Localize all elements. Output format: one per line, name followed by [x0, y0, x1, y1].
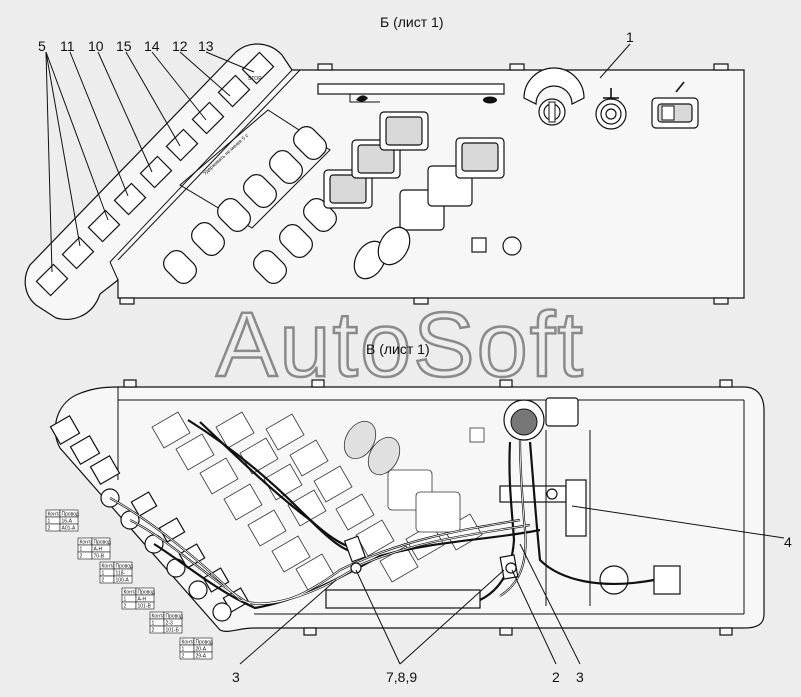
callout-14: 14	[144, 38, 160, 54]
callout-11: 11	[60, 38, 75, 54]
callout-15: 15	[116, 38, 132, 54]
table-cell-text: А01-А	[62, 525, 77, 531]
table-cell-text: 2	[182, 653, 185, 659]
callout-1: 1	[626, 29, 634, 45]
table-cell-text: 29-А	[196, 653, 207, 659]
watermark: AutoSoft	[216, 294, 585, 396]
indicator-key-row	[35, 51, 275, 297]
table-cell-text: 2-3	[166, 620, 173, 626]
table-cell-text: 1	[80, 546, 83, 552]
callout-4: 4	[784, 534, 792, 550]
table-cell	[193, 651, 213, 660]
table-cell-text: А-Н	[138, 596, 147, 602]
table-cell	[135, 601, 155, 610]
speed-strip	[317, 83, 505, 95]
function-keys	[323, 111, 522, 280]
table-cell-text: 2	[102, 577, 105, 583]
table-cell	[59, 523, 79, 532]
table-cell-text: Провод	[138, 589, 155, 595]
table-cell-text: 1	[48, 518, 51, 524]
table-cell-text: Контакт	[152, 613, 171, 619]
table-cell-text: Провод	[94, 539, 111, 545]
callout-5: 5	[38, 38, 46, 54]
callout-10: 10	[88, 38, 104, 54]
table-cell-text: 101-В	[138, 603, 152, 609]
callout-3-left: 3	[232, 669, 240, 685]
ignition-key-switch	[523, 67, 585, 126]
table-cell	[113, 575, 133, 584]
view-b-title: Б (лист 1)	[380, 14, 443, 30]
callout-3-right: 3	[576, 669, 584, 685]
table-cell-text: Провод	[166, 613, 183, 619]
stop-key-label: STOP	[248, 76, 262, 82]
table-cell-text: Провод	[196, 639, 213, 645]
harness-clamps	[343, 488, 558, 580]
table-cell-text: Контакт	[102, 563, 121, 569]
table-cell	[91, 551, 111, 560]
turtle-icon	[483, 96, 497, 104]
table-cell-text: 1	[152, 620, 155, 626]
table-cell-text: А-Н	[94, 546, 103, 552]
table-cell-text: Провод	[116, 563, 133, 569]
callout-13: 13	[198, 38, 214, 54]
table-cell-text: 2	[124, 603, 127, 609]
relay-blocks	[151, 411, 483, 591]
table-cell-text: 101-Б	[166, 627, 180, 633]
key-cutouts-bottom	[325, 420, 485, 609]
wire-harness	[109, 419, 655, 610]
top-callout-lines	[45, 43, 631, 273]
rocker-switch	[651, 81, 699, 129]
table-cell-text: 2	[152, 627, 155, 633]
table-cell-text: 2	[48, 525, 51, 531]
table-cell-text: 70-В	[94, 553, 105, 559]
callout-12: 12	[172, 38, 188, 54]
mounting-tabs-bottom	[123, 379, 733, 636]
view-v-title: В (лист 1)	[366, 341, 430, 357]
table-cell-text: 118-	[116, 570, 126, 576]
table-cell-text: 2	[80, 553, 83, 559]
callout-2: 2	[552, 669, 560, 685]
mounting-tabs-top	[119, 63, 729, 305]
table-cell-text: 1	[182, 646, 185, 652]
table-cell-text: 100-А	[116, 577, 130, 583]
table-cell-text: 16-А	[62, 518, 73, 524]
table-cell-text: Контакт	[48, 511, 67, 517]
callout-7-8-9: 7,8,9	[386, 669, 417, 685]
table-cell-text: Провод	[62, 511, 79, 517]
table-cell-text: Контакт	[80, 539, 99, 545]
table-cell-text: 1	[102, 570, 105, 576]
rabbit-icon	[356, 95, 368, 102]
table-cell-text: Контакт	[124, 589, 143, 595]
table-cell-text: 20-А	[196, 646, 207, 652]
rocker-keys	[163, 126, 337, 284]
table-cell-text: 1	[124, 596, 127, 602]
table-cell	[163, 625, 183, 634]
ground-switch	[595, 88, 627, 130]
bottom-callout-lines	[239, 505, 785, 665]
table-cell-text: Контакт	[182, 639, 201, 645]
